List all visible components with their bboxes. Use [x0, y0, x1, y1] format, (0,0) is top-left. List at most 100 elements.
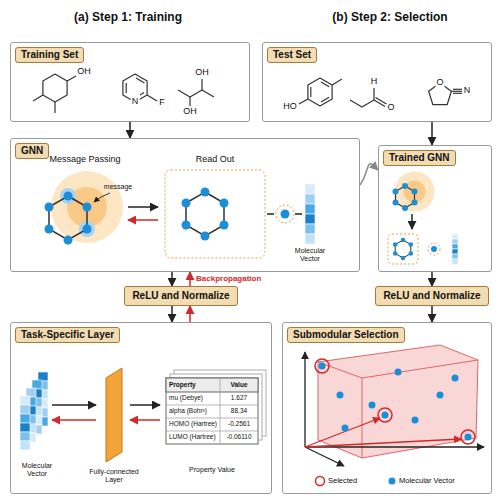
- trained-gnn-graph: [393, 183, 418, 211]
- molecular-vector: [452, 249, 458, 254]
- selection-space: [305, 418, 380, 447]
- selection-space: [382, 412, 389, 419]
- panel-title: Submodular Selection: [287, 327, 405, 343]
- readout-graph: [165, 170, 294, 258]
- message-passing-graph: [64, 192, 73, 201]
- selection-space: [319, 363, 472, 441]
- molecule-drawing: [373, 88, 374, 100]
- property-table: [166, 370, 266, 444]
- box-label: ReLU and Normalize: [383, 290, 480, 302]
- selection-space: [305, 447, 344, 466]
- table-cell: mu (Debye): [169, 394, 203, 401]
- molecular-vector: [305, 224, 315, 234]
- flow-arrows: [295, 213, 302, 215]
- molecular-vector: [20, 432, 30, 441]
- selection-space: [362, 378, 363, 458]
- flow-arrow: [431, 272, 433, 286]
- legend-symbol: [316, 477, 396, 486]
- trained-gnn-graph: [402, 183, 408, 189]
- molecule-drawing: [332, 79, 342, 85]
- message-passing-graph: [83, 225, 92, 234]
- readout-graph: [182, 188, 229, 241]
- property-table: [166, 431, 258, 432]
- selection-space: [318, 345, 478, 458]
- molecular-vector: [305, 194, 315, 204]
- trained-gnn-graph: [393, 200, 399, 206]
- flow-arrows: [128, 206, 158, 208]
- trained-gnn-graph: [412, 200, 418, 206]
- flow-arrows: [52, 419, 96, 421]
- table-cell: -0.2561: [228, 420, 250, 427]
- flow-arrows: [130, 419, 160, 421]
- atom-label: F: [159, 98, 165, 108]
- box-label: ReLU and Normalize: [132, 290, 229, 302]
- trained-gnn-graph: [395, 172, 435, 212]
- message-passing-graph: [51, 171, 123, 243]
- trained-gnn-graph: [393, 242, 398, 247]
- readout-graph: [276, 205, 294, 223]
- trained-gnn-graph: [396, 186, 415, 208]
- atom-label: OH: [77, 67, 91, 77]
- molecular-vector: [20, 423, 30, 432]
- trained-gnn-graph: [412, 189, 418, 195]
- panel-box: Submodular Selection: [282, 322, 492, 494]
- molecule-drawing: [126, 83, 127, 93]
- readout-graph: [220, 199, 229, 208]
- trained-gnn-graph: [388, 234, 418, 264]
- message-passing-graph: [49, 196, 87, 240]
- flow-arrows: [130, 404, 160, 406]
- process-box: ReLU and Normalize: [124, 286, 237, 306]
- readout-graph: [201, 188, 210, 197]
- molecule-drawing: [308, 78, 332, 106]
- molecular-vector: [20, 414, 30, 423]
- readout-graph: [281, 210, 290, 219]
- legend-label: Molecular Vector: [399, 477, 455, 485]
- flow-arrow: [431, 306, 433, 322]
- legend-symbol: [316, 477, 325, 486]
- caption-label: Molecular Vector: [286, 247, 334, 262]
- molecule-drawing: [147, 95, 157, 101]
- readout-graph: [182, 221, 191, 230]
- atom-label: OH: [183, 107, 197, 117]
- selection-space: [369, 402, 376, 409]
- trained-gnn-graph: [431, 246, 437, 252]
- caption-label: Fully-connected Layer: [84, 468, 144, 483]
- readout-graph: [220, 221, 229, 230]
- section-label: Read Out: [196, 155, 235, 165]
- table-cell: alpha (Bohr³): [169, 407, 207, 414]
- molecular-vector: [20, 405, 30, 414]
- process-box: ReLU and Normalize: [375, 286, 488, 306]
- message-passing-graph: [83, 203, 92, 212]
- message-passing-graph: [94, 193, 110, 202]
- table-cell: 88.34: [231, 407, 247, 414]
- flow-arrow: [171, 306, 173, 322]
- molecular-vector: [305, 214, 315, 224]
- molecular-vector: [452, 259, 458, 264]
- readout-graph: [201, 232, 210, 241]
- atom-label: N: [464, 86, 471, 96]
- selection-space: [304, 352, 305, 447]
- molecule-drawing: [178, 90, 214, 97]
- molecule-drawing: [321, 82, 329, 87]
- trained-gnn-graph: [409, 242, 414, 247]
- message-passing-graph: [45, 171, 124, 245]
- message-passing-graph: [64, 236, 73, 245]
- property-table: [166, 378, 258, 444]
- atom-label: N: [131, 97, 140, 107]
- molecule-drawing: [299, 99, 308, 104]
- selection-space: [412, 417, 419, 424]
- flow-arrow: [431, 122, 433, 145]
- molecule-drawing: [321, 97, 329, 102]
- selection-space: [452, 375, 459, 382]
- molecule-drawing: [374, 100, 385, 107]
- molecule-drawing: [43, 74, 67, 102]
- molecular-vector: [38, 372, 48, 381]
- trained-gnn-graph: [393, 189, 399, 195]
- molecular-vector: [452, 254, 458, 259]
- molecular-vector: [20, 441, 30, 450]
- atom-label: OH: [195, 68, 209, 78]
- message-passing-graph: [45, 225, 54, 234]
- panel-title: Test Set: [267, 47, 317, 63]
- molecule-drawing: [140, 93, 144, 96]
- trained-gnn-graph: [402, 205, 408, 211]
